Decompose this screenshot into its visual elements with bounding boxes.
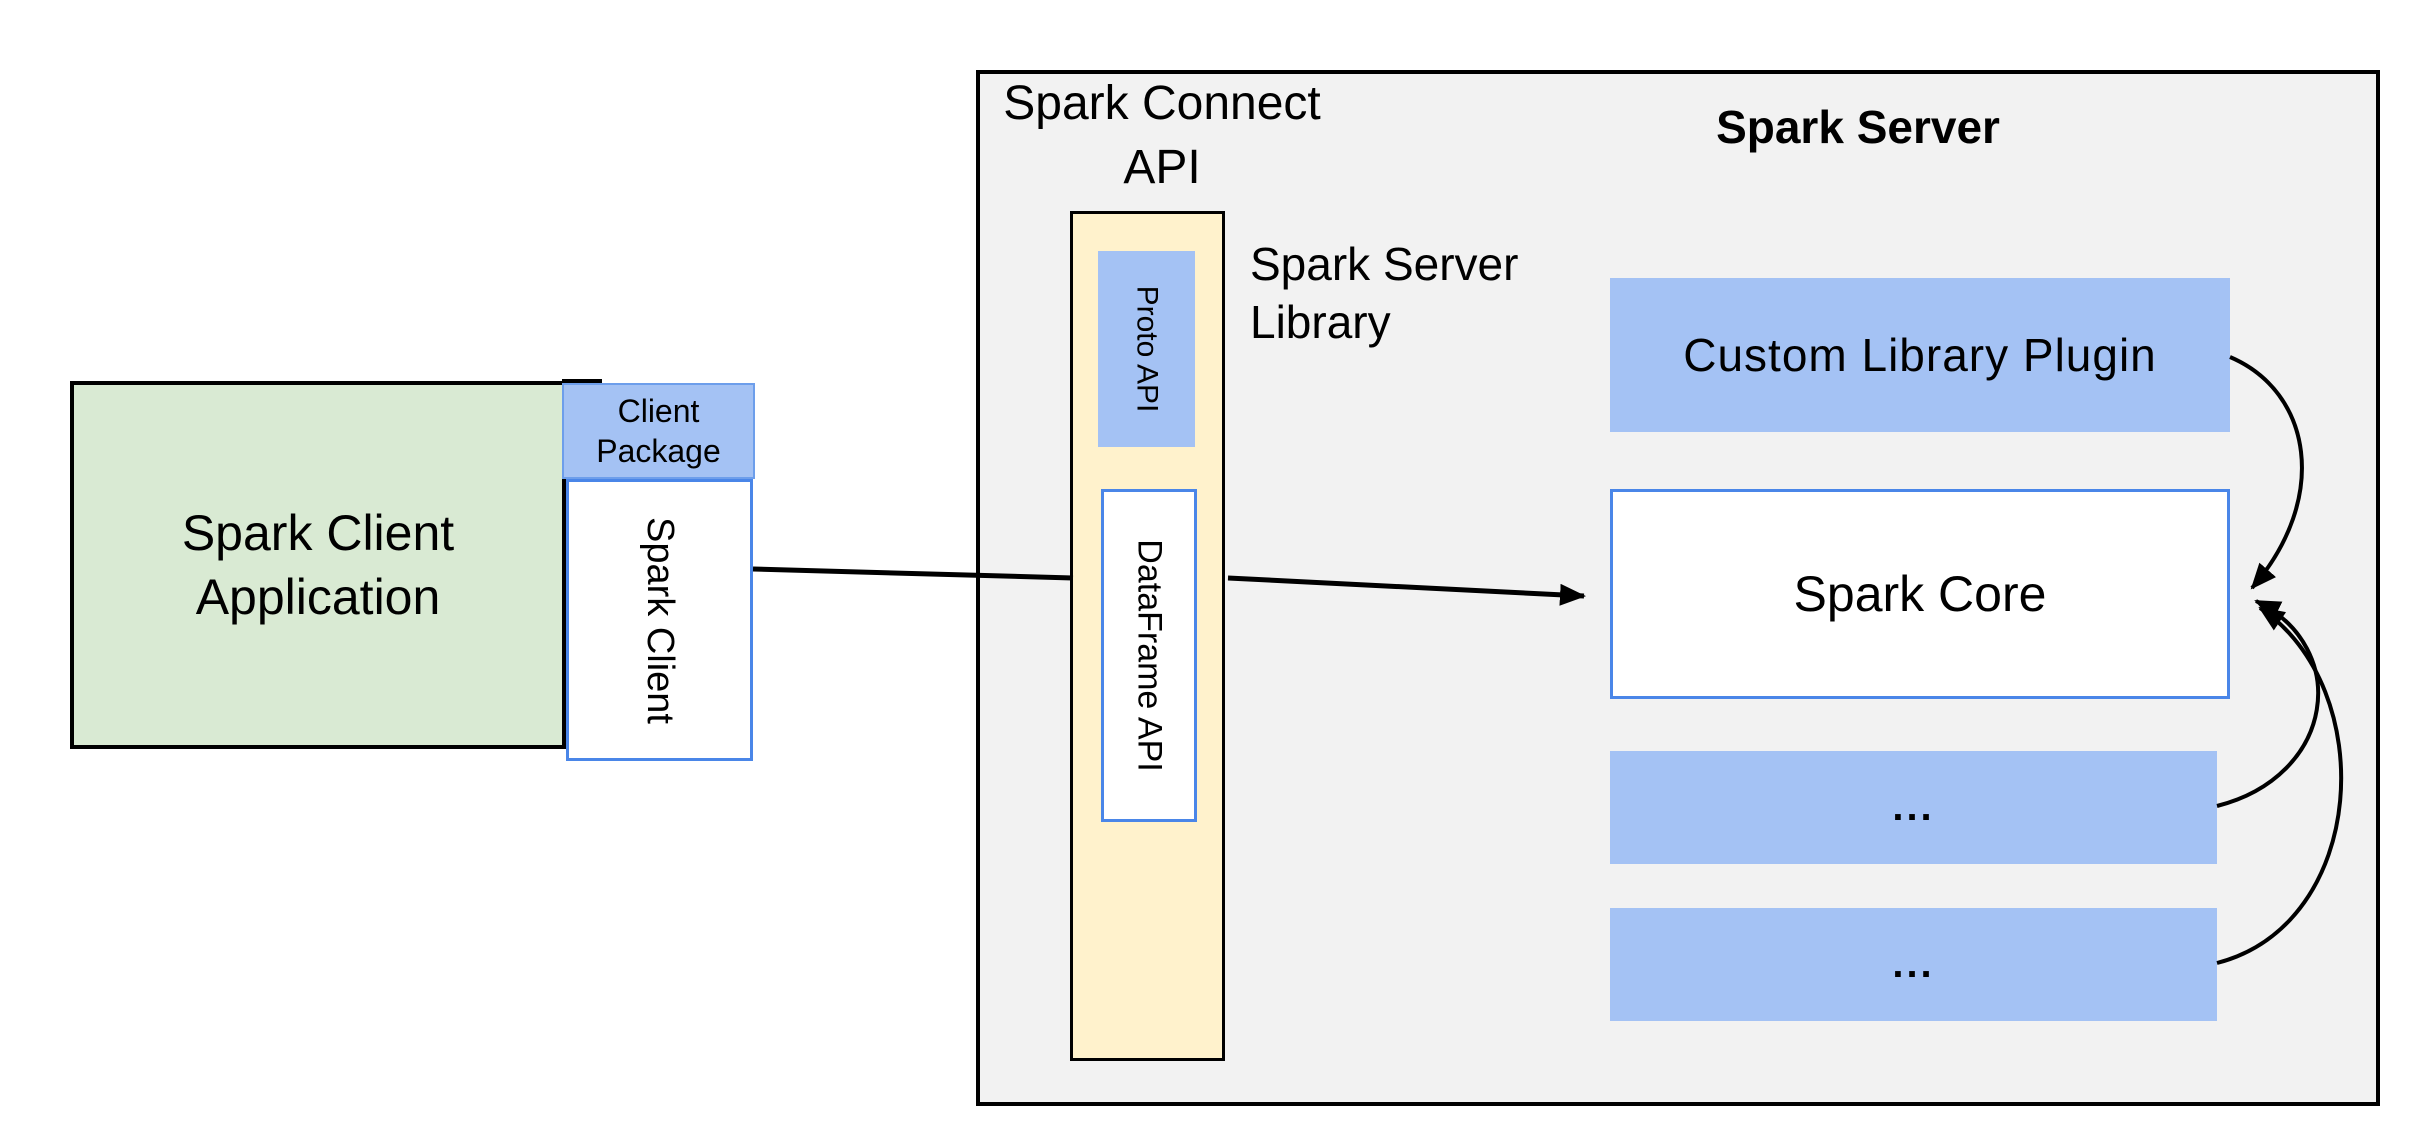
client-package-label: Client Package bbox=[596, 393, 721, 469]
spark-client-label: Spark Client bbox=[639, 516, 682, 724]
spark-client-box: Spark Client bbox=[566, 479, 753, 761]
dataframe-api-label: DataFrame API bbox=[1130, 539, 1169, 772]
plugin-slot-1-box: ... bbox=[1610, 751, 2217, 864]
spark-client-application-box: Spark Client Application bbox=[70, 381, 566, 749]
spark-server-title: Spark Server bbox=[1716, 101, 2000, 153]
proto-api-label: Proto API bbox=[1130, 285, 1164, 413]
spark-server-library-label: Spark Server Library bbox=[1250, 238, 1519, 348]
client-box-border-overhang bbox=[562, 379, 602, 384]
plugin-slot-2-label: ... bbox=[1892, 942, 1935, 986]
spark-core-label: Spark Core bbox=[1793, 566, 2047, 622]
custom-library-plugin-box: Custom Library Plugin bbox=[1610, 278, 2230, 432]
plugin-slot-2-box: ... bbox=[1610, 908, 2217, 1021]
client-package-box: Client Package bbox=[562, 383, 755, 479]
dataframe-api-box: DataFrame API bbox=[1101, 489, 1197, 822]
spark-client-application-label: Spark Client Application bbox=[181, 505, 455, 625]
spark-connect-api-label: Spark Connect API bbox=[1003, 77, 1321, 194]
proto-api-box: Proto API bbox=[1098, 251, 1195, 447]
spark-core-box: Spark Core bbox=[1610, 489, 2230, 699]
plugin-slot-1-label: ... bbox=[1892, 785, 1935, 829]
custom-library-plugin-label: Custom Library Plugin bbox=[1683, 329, 2157, 381]
